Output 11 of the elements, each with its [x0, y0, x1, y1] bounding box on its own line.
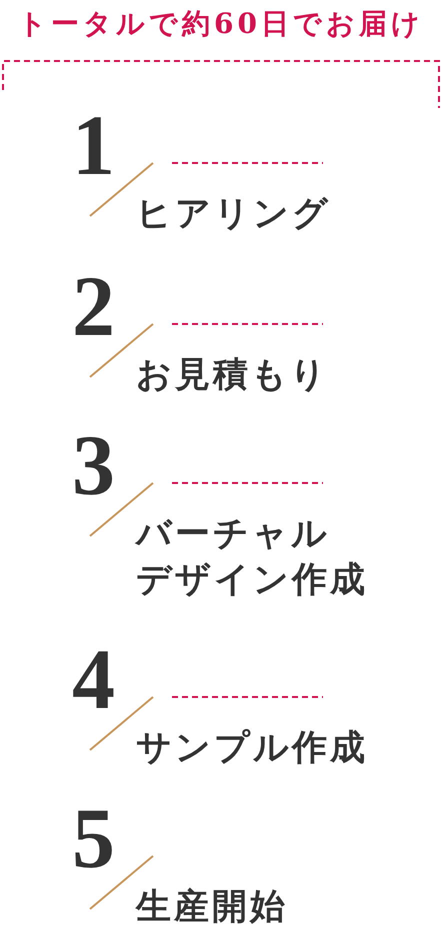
step-number: 4 [72, 636, 115, 722]
step-label: ヒアリング [136, 192, 331, 236]
step-label: 生産開始 [136, 885, 288, 929]
step-number: 2 [72, 263, 115, 349]
title-text: トータルで約60日でお届け [18, 6, 424, 42]
step-number: 1 [72, 102, 115, 188]
step-label: お見積もり [136, 353, 329, 397]
step-number: 5 [72, 795, 115, 881]
step-number: 3 [72, 422, 115, 508]
step-label: バーチャルデザイン作成 [136, 512, 368, 602]
step-label: サンプル作成 [136, 726, 368, 770]
